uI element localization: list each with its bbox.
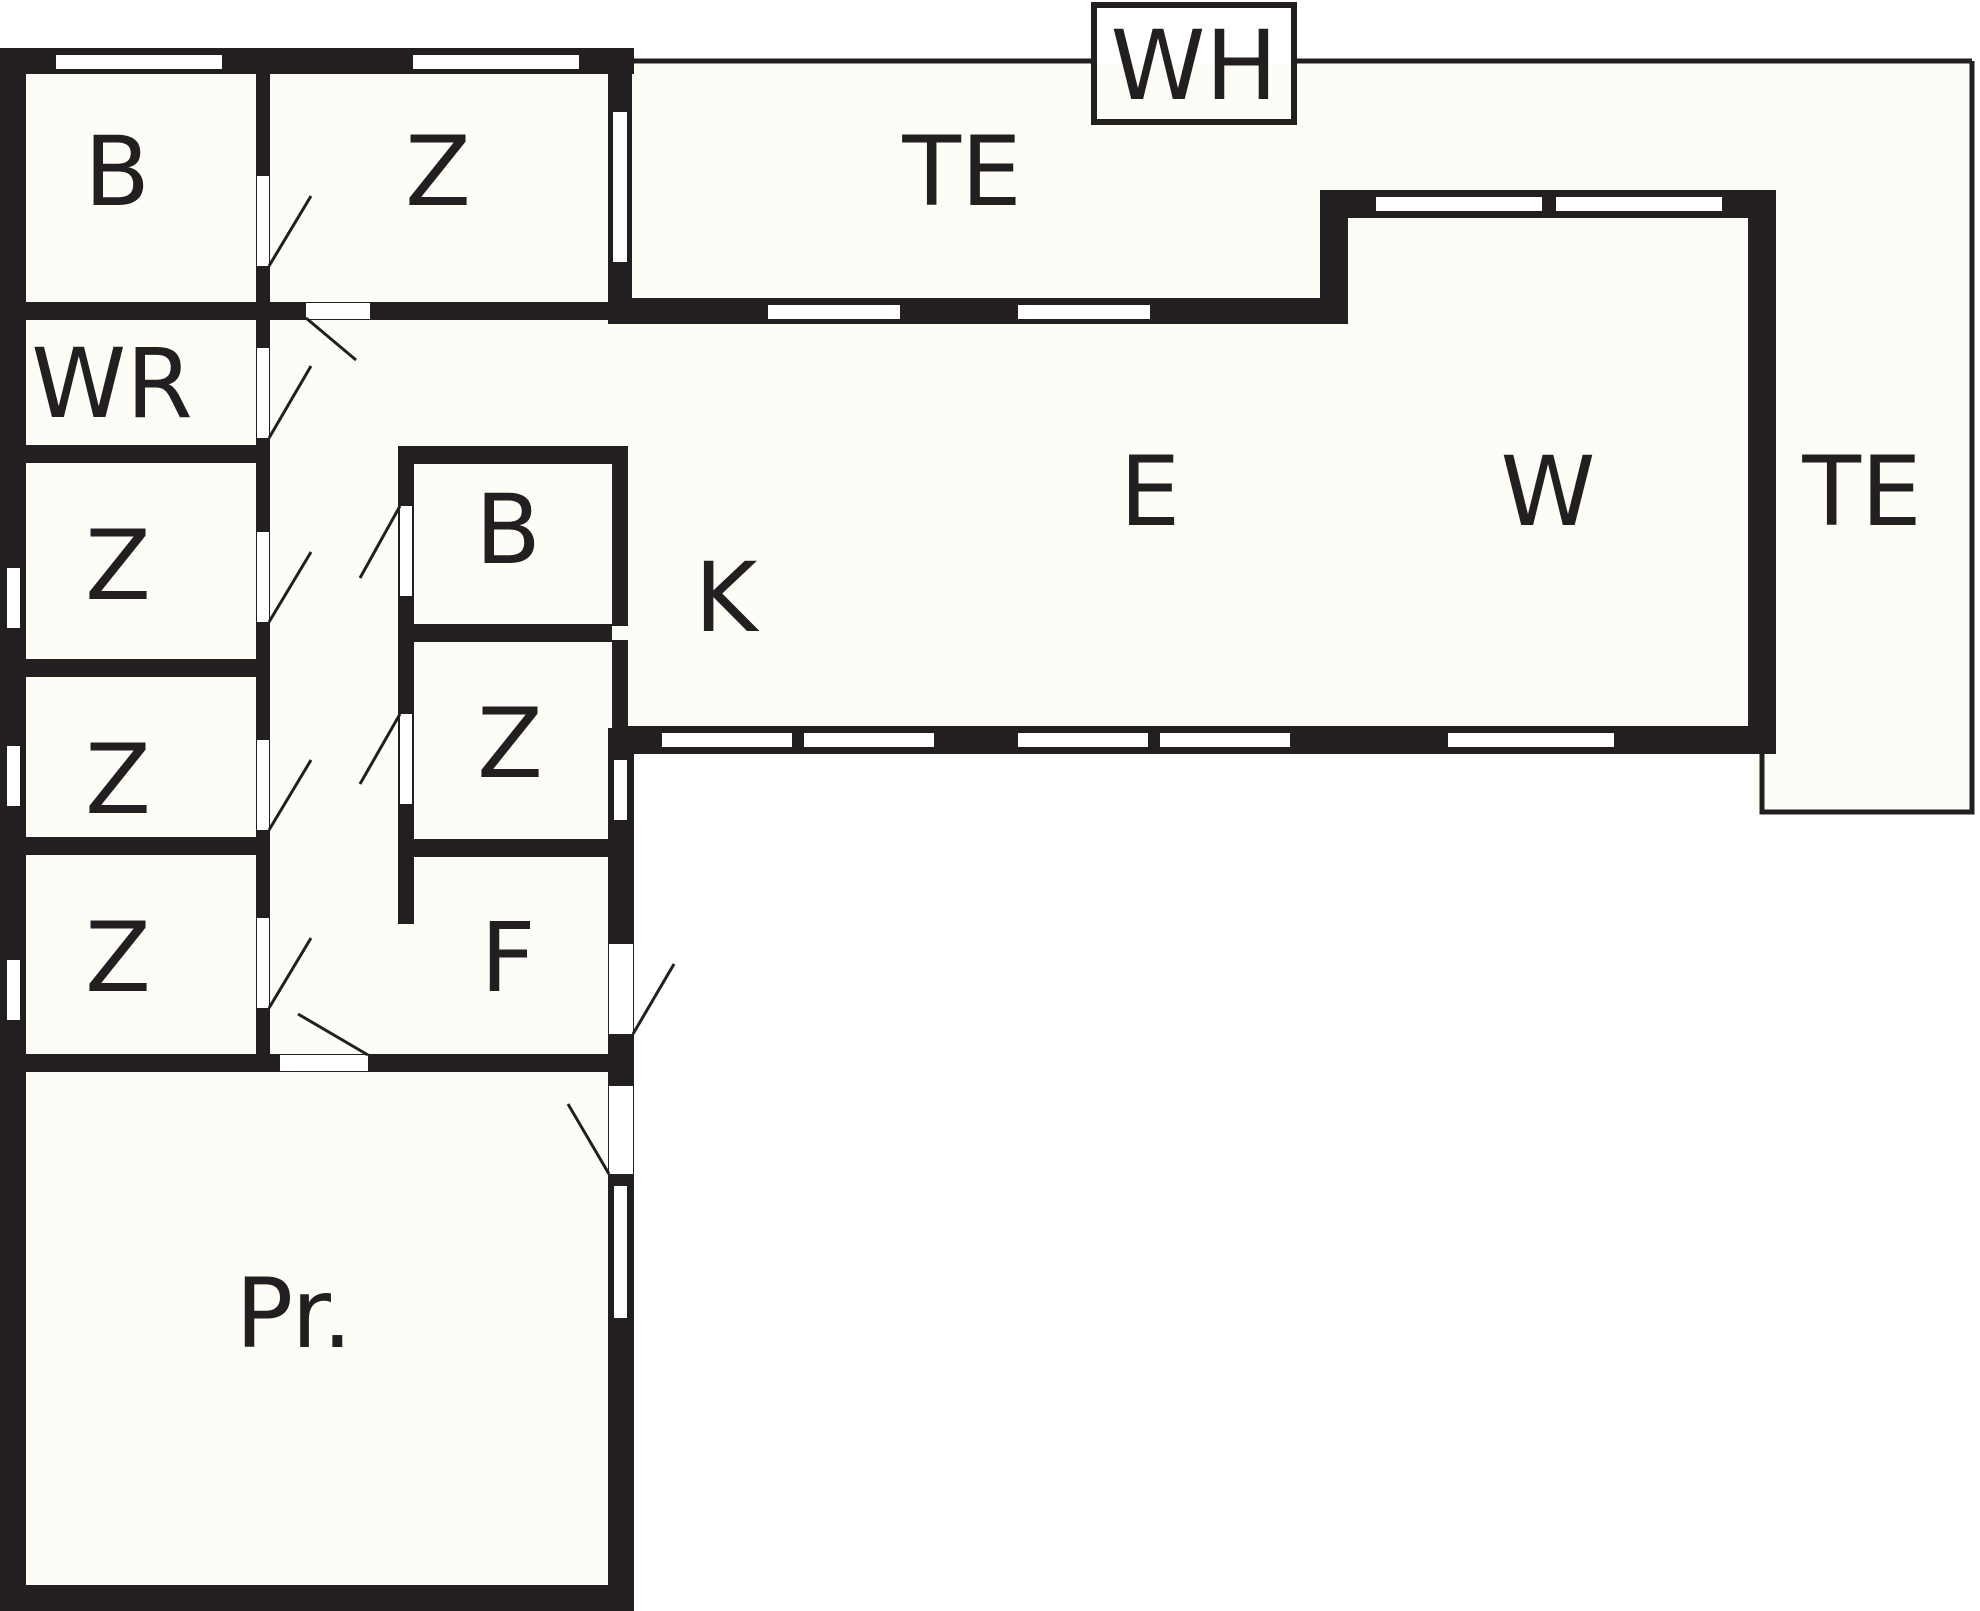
door-swings <box>267 195 676 1175</box>
window-porch-right <box>614 1186 627 1318</box>
window-terrace-bottom-2 <box>1018 305 1150 319</box>
door-z-left-2 <box>267 759 313 831</box>
window-living-top-1 <box>1376 197 1542 211</box>
opening-z-left-1 <box>257 532 269 622</box>
window-top-1 <box>56 55 222 69</box>
door-porch-side <box>566 1103 611 1175</box>
window-living-top-2 <box>1556 197 1722 211</box>
label-kitchen: K <box>695 542 760 654</box>
label-room-left-3: Z <box>85 902 151 1014</box>
label-foyer: F <box>480 902 535 1014</box>
opening-z-center <box>400 714 412 804</box>
label-terrace-right: TE <box>1801 436 1921 548</box>
label-room-center: Z <box>477 688 543 800</box>
label-room-left-1: Z <box>85 510 151 622</box>
floor-areas <box>26 64 1972 1584</box>
label-living: W <box>1501 436 1596 548</box>
label-room-top: Z <box>405 116 471 228</box>
window-living-bottom-1 <box>662 733 792 747</box>
door-openings <box>257 176 633 1174</box>
door-porch-inner <box>297 1012 369 1057</box>
opening-porch-side <box>609 1086 633 1174</box>
main-block-floor <box>26 74 624 1584</box>
label-bathroom-center: B <box>475 474 541 586</box>
opening-z-left-3 <box>257 918 269 1008</box>
window-living-bottom-3 <box>1018 733 1148 747</box>
door-z-left-3 <box>267 937 313 1009</box>
water-heater-box <box>1091 2 1297 125</box>
room-labels: B Z TE WH WR Z B Z Z Z F K E W TE Pr. <box>31 10 1921 1370</box>
opening-porch-inner <box>280 1055 368 1071</box>
window-top-2 <box>413 55 579 69</box>
window-terrace-bottom-1 <box>768 305 900 319</box>
terrace-outlines <box>632 2 1975 815</box>
opening-hall-top <box>306 303 370 319</box>
opening-z-top <box>257 176 269 266</box>
door-hall-top <box>305 316 357 362</box>
door-b-center <box>358 505 402 579</box>
label-bathroom-top: B <box>84 116 150 228</box>
terrace-right-floor <box>1752 64 1972 810</box>
window-left-1 <box>7 568 20 628</box>
wall-center-mid <box>398 624 612 642</box>
label-porch: Pr. <box>235 1258 352 1370</box>
window-right-lower-1 <box>614 760 627 820</box>
opening-entry <box>609 944 633 1034</box>
window-left-3 <box>7 960 20 1020</box>
door-z-center <box>358 713 402 785</box>
wall-center-top <box>398 446 628 464</box>
label-wc: WR <box>31 328 193 440</box>
window-living-bottom-2 <box>804 733 934 747</box>
wall-center-right <box>612 446 628 626</box>
terrace-right-outline <box>1759 61 1975 815</box>
door-z-left-1 <box>267 551 313 623</box>
window-z-top-right <box>613 112 627 262</box>
label-room-left-2: Z <box>85 724 151 836</box>
wall-bottom <box>0 1585 634 1611</box>
wall-h3 <box>26 659 262 677</box>
wall-left <box>0 48 26 1611</box>
windows <box>7 55 1722 1318</box>
door-wr <box>267 365 313 439</box>
window-left-2 <box>7 746 20 806</box>
window-living-bottom-4 <box>1160 733 1290 747</box>
wall-living-right <box>1748 190 1776 754</box>
wall-center-right-lower <box>612 640 628 730</box>
wall-h4 <box>26 837 262 855</box>
opening-b-center <box>400 506 412 596</box>
wall-h2 <box>26 445 262 463</box>
opening-z-left-2 <box>257 740 269 830</box>
wall-center-bottom <box>398 839 612 857</box>
door-entry <box>631 963 676 1035</box>
wall-terrace-bottom <box>608 298 1348 324</box>
label-dining: E <box>1120 436 1181 548</box>
living-floor <box>624 300 1750 728</box>
opening-wr <box>257 348 269 438</box>
window-living-bottom-5 <box>1448 733 1614 747</box>
label-water-heater: WH <box>1110 10 1277 122</box>
label-terrace-top: TE <box>901 116 1021 228</box>
door-z-top <box>267 195 313 267</box>
